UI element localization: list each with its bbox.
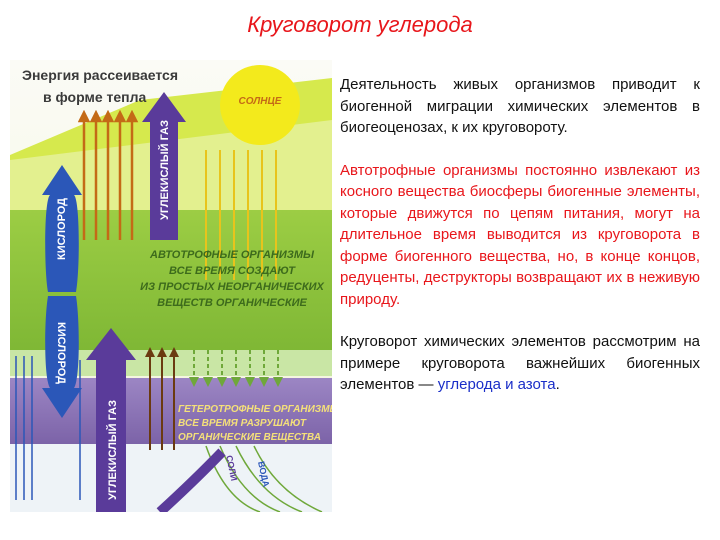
paragraph-3-end: . (555, 376, 560, 393)
sun-label: СОЛНЦЕ (239, 96, 282, 107)
brown-up-arrows (145, 347, 179, 450)
heat-arrows (77, 109, 139, 240)
oxygen-bottom-label: КИСЛОРОД (55, 322, 67, 384)
autotroph-line-2: ВСЕ ВРЕМЯ СОЗДАЮТ (169, 265, 296, 277)
autotroph-line-4: ВЕЩЕСТВ ОРГАНИЧЕСКИЕ (157, 297, 307, 309)
autotroph-line-3: ИЗ ПРОСТЫХ НЕОРГАНИЧЕСКИХ (140, 281, 324, 293)
co2-top-arrow (142, 92, 186, 240)
paragraph-3-highlight: углерода и азота (437, 376, 556, 393)
autotroph-line-1: АВТОТРОФНЫЕ ОРГАНИЗМЫ (149, 249, 315, 261)
green-down-arrows (189, 350, 283, 387)
left-ground-arrows (15, 356, 81, 500)
heterotroph-text: ГЕТЕРОТРОФНЫЕ ОРГАНИЗМЫ ВСЕ ВРЕМЯ РАЗРУШ… (178, 404, 332, 443)
heterotroph-line-3: ОРГАНИЧЕСКИЕ ВЕЩЕСТВА (178, 432, 321, 443)
paragraph-1: Деятельность живых организмов приводит к… (340, 76, 700, 136)
salts-arrow (156, 448, 226, 512)
sun (220, 65, 300, 145)
slide-title: Круговорот углерода (247, 12, 473, 37)
heterotroph-line-2: ВСЕ ВРЕМЯ РАЗРУШАЮТ (178, 418, 307, 429)
carbon-cycle-diagram: СОЛНЦЕ Энергия рассеивается в форме тепл… (10, 60, 332, 512)
heterotroph-line-1: ГЕТЕРОТРОФНЫЕ ОРГАНИЗМЫ (178, 404, 332, 415)
oxygen-top-label: КИСЛОРОД (56, 198, 68, 260)
ground-curve-arrows (205, 445, 323, 512)
oxygen-top-arrow (42, 165, 82, 292)
energy-label-line1: Энергия рассеивается (22, 67, 178, 83)
paragraph-3-main: Круговорот химических элементов рассмотр… (340, 333, 700, 393)
oxygen-bottom-arrow (42, 296, 82, 418)
energy-label-line2: в форме тепла (43, 89, 147, 105)
co2-top-label: УГЛЕКИСЛЫЙ ГАЗ (158, 120, 171, 220)
paragraph-3: Круговорот химических элементов рассмотр… (340, 331, 700, 396)
text-column: Деятельность живых организмов приводит к… (340, 74, 700, 396)
sun-ray-arrows (205, 150, 277, 280)
co2-bottom-label: УГЛЕКИСЛЫЙ ГАЗ (106, 400, 119, 500)
paragraph-2: Автотрофные организмы постоянно извлекаю… (340, 161, 700, 308)
autotroph-text: АВТОТРОФНЫЕ ОРГАНИЗМЫ ВСЕ ВРЕМЯ СОЗДАЮТ … (140, 249, 324, 309)
co2-bottom-arrow (86, 328, 136, 512)
